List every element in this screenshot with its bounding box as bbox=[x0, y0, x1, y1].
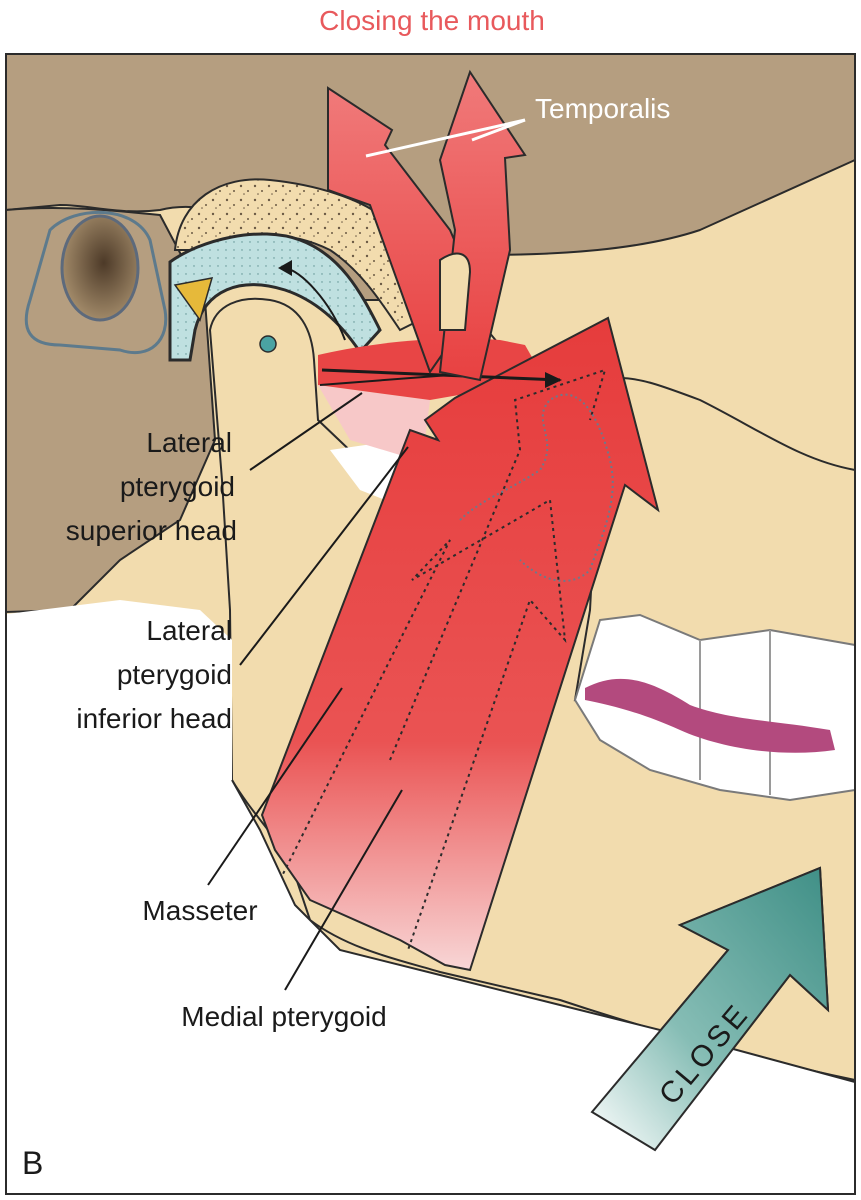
leader-masseter bbox=[207, 687, 343, 886]
label-medial-pterygoid: Medial pterygoid bbox=[181, 1001, 386, 1032]
internal-dashed-outline bbox=[459, 393, 614, 582]
panel-label: B bbox=[22, 1145, 43, 1181]
diagram-title: Closing the mouth bbox=[319, 5, 545, 36]
teeth bbox=[573, 613, 856, 802]
label-lp-inferior-line1: Lateral bbox=[146, 615, 232, 646]
label-masseter: Masseter bbox=[142, 895, 257, 926]
leader-lp-superior bbox=[249, 392, 363, 471]
medial-pterygoid-dotted-arrow-2 bbox=[389, 368, 607, 761]
retrodiscal-wedge bbox=[173, 277, 214, 322]
maxilla bbox=[428, 158, 856, 472]
frame-border-fg bbox=[5, 53, 856, 1195]
lateral-pterygoid-inferior-head bbox=[318, 385, 430, 455]
lateral-pterygoid-arrowhead bbox=[545, 372, 562, 388]
lateral-pterygoid-arrow-2 bbox=[319, 374, 451, 386]
label-lp-superior-line1: Lateral bbox=[146, 427, 232, 458]
label-temporalis: Temporalis bbox=[535, 93, 670, 124]
leader-medial-pterygoid bbox=[284, 789, 403, 991]
ear-canal bbox=[60, 214, 140, 322]
ear-outline bbox=[24, 210, 168, 355]
medial-pterygoid-dotted-arrow bbox=[279, 498, 567, 951]
label-lp-superior-line3: superior head bbox=[66, 515, 237, 546]
leader-lines bbox=[207, 118, 526, 991]
leader-temporalis-1 bbox=[365, 118, 526, 158]
masseter-arrow bbox=[260, 316, 660, 972]
label-lp-inferior-line3: inferior head bbox=[76, 703, 232, 734]
label-lp-superior-line2: pterygoid bbox=[120, 471, 235, 502]
coronoid-process bbox=[439, 252, 472, 331]
leader-temporalis-2 bbox=[471, 118, 526, 142]
disc-movement-arrowhead bbox=[278, 260, 292, 276]
gum-line bbox=[585, 678, 835, 753]
label-lp-inferior-line2: pterygoid bbox=[117, 659, 232, 690]
skull-left-lobe bbox=[5, 206, 217, 614]
condyle-point bbox=[259, 335, 277, 353]
bottom-left-white bbox=[7, 600, 855, 1193]
leader-lp-inferior bbox=[239, 446, 409, 666]
close-direction-arrow-fg bbox=[590, 866, 830, 1152]
